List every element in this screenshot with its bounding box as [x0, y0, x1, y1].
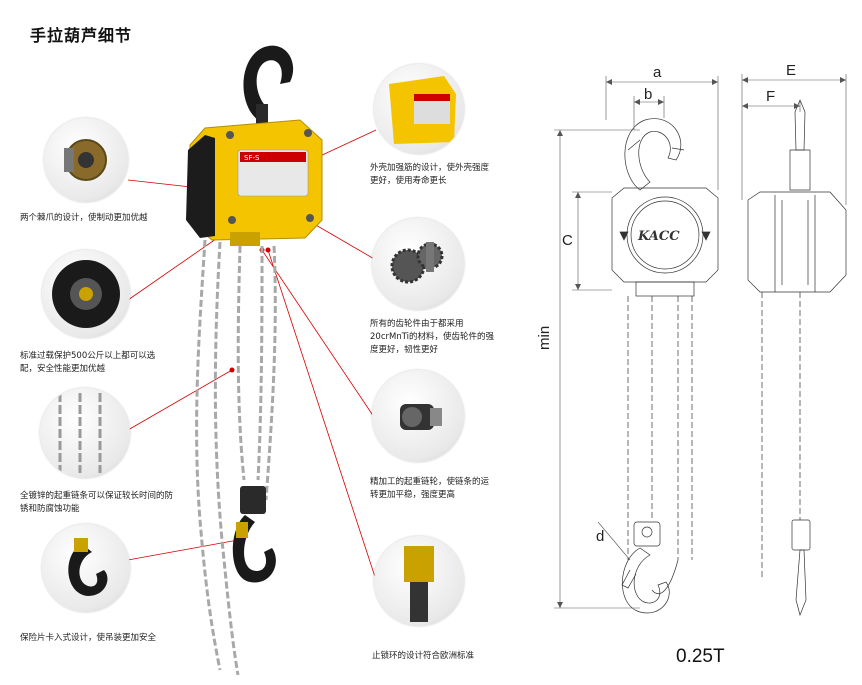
dim-d-label: d	[596, 528, 605, 545]
hoist-body: SF-S	[186, 119, 323, 246]
detail-sprocket-image	[372, 370, 464, 462]
caption-gears: 所有的齿轮件由于都采用20crMnTi的材料，使齿轮件的强度更好，韧性更好	[370, 319, 494, 355]
load-rating: 0.25T	[676, 646, 725, 667]
detail-latch-image	[42, 524, 130, 612]
dim-b-label: b	[644, 86, 653, 103]
detail-overload-image	[42, 250, 130, 338]
technical-drawing: KACC	[554, 74, 847, 617]
detail-shell-image	[374, 64, 464, 154]
product-label: SF-S	[244, 154, 260, 162]
dim-f-label: F	[766, 88, 776, 105]
dim-min-label: min	[536, 325, 553, 350]
bottom-hook	[232, 486, 276, 583]
caption-overload: 标准过载保护500公斤以上都可以选配，安全性能更加优越	[20, 351, 156, 374]
dim-c-label: C	[562, 232, 573, 249]
caption-ring: 止锁环的设计符合欧洲标准	[372, 651, 475, 661]
hoist-chains	[195, 239, 277, 676]
caption-sprocket: 精加工的起重链轮，使链条的运转更加平稳，强度更高	[370, 477, 490, 500]
top-hook	[243, 45, 294, 126]
dim-a-label: a	[653, 64, 662, 81]
caption-shell: 外壳加强筋的设计，使外壳强度更好，使用寿命更长	[370, 163, 490, 186]
caption-chain: 全镀锌的起重链条可以保证较长时间的防锈和防腐蚀功能	[20, 491, 174, 514]
page-title: 手拉葫芦细节	[30, 26, 133, 45]
detail-chain-image	[40, 388, 130, 478]
caption-pawl: 两个棘爪的设计，使制动更加优越	[20, 213, 148, 223]
detail-ring-image	[374, 536, 464, 626]
detail-gears-image	[372, 218, 464, 310]
dim-e-label: E	[786, 62, 797, 79]
detail-pawl-image	[44, 118, 128, 202]
leader-lines	[127, 129, 377, 581]
brand-mark: KACC	[637, 229, 680, 244]
caption-latch: 保险片卡入式设计，使吊装更加安全	[20, 633, 157, 643]
